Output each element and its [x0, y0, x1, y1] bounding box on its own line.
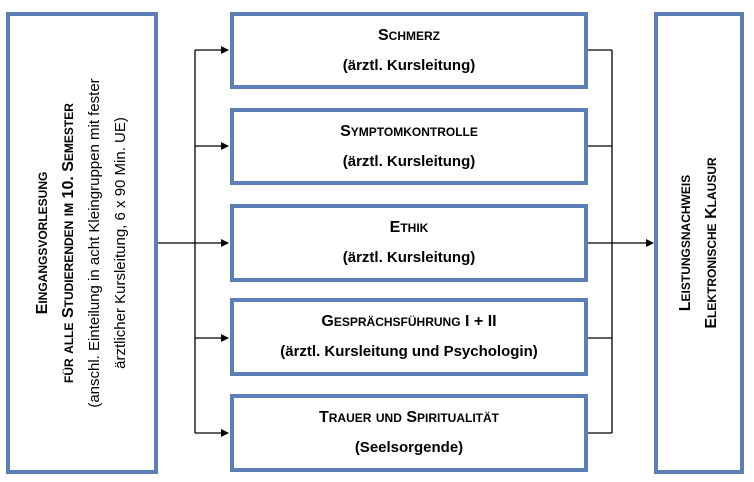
module-subtitle: (Seelsorgende) [354, 439, 464, 456]
module-ethik: ETHIK (ärztl. Kursleitung) [230, 204, 588, 282]
module-subtitle: (ärztl. Kursleitung und Psychologin) [280, 343, 538, 360]
module-subtitle: (ärztl. Kursleitung) [342, 56, 476, 74]
intro-lecture-box: EINGANGSVORLESUNG FÜR ALLE STUDIERENDEN … [6, 12, 158, 474]
module-trauer-spiritualitaet: TRAUER UND SPIRITUALITÄT (Seelsorgende) [230, 394, 588, 472]
module-symptomkontrolle: SYMPTOMKONTROLLE (ärztl. Kursleitung) [230, 108, 588, 185]
module-gespraechsfuehrung: GESPRÄCHSFÜHRUNG I + II (ärztl. Kursleit… [230, 298, 588, 376]
intro-lecture-text: EINGANGSVORLESUNG FÜR ALLE STUDIERENDEN … [30, 78, 134, 407]
intro-lecture-note-2: ärztlicher Kursleitung, 6 x 90 Min. UE) [112, 117, 129, 369]
module-title: SYMPTOMKONTROLLE [340, 122, 478, 140]
intro-lecture-note-1: (anschl. Einteilung in acht Kleingruppen… [86, 78, 103, 408]
module-schmerz: SCHMERZ (ärztl. Kursleitung) [230, 12, 588, 89]
module-subtitle: (ärztl. Kursleitung) [342, 152, 476, 170]
assessment-text: LEISTUNGSNACHWEIS ELEKTRONISCHE KLAUSUR [673, 157, 725, 328]
module-subtitle: (ärztl. Kursleitung) [342, 249, 476, 266]
module-title: GESPRÄCHSFÜHRUNG I + II [321, 313, 497, 330]
assessment-type: ELEKTRONISCHE KLAUSUR [703, 157, 720, 329]
module-title: TRAUER UND SPIRITUALITÄT [318, 409, 500, 426]
intro-lecture-audience: FÜR ALLE STUDIERENDEN IM 10. SEMESTER [60, 103, 77, 383]
intro-lecture-title: EINGANGSVORLESUNG [34, 171, 51, 315]
module-title: SCHMERZ [378, 26, 440, 44]
assessment-box: LEISTUNGSNACHWEIS ELEKTRONISCHE KLAUSUR [654, 12, 744, 474]
module-title: ETHIK [389, 219, 429, 236]
assessment-title: LEISTUNGSNACHWEIS [677, 174, 694, 312]
